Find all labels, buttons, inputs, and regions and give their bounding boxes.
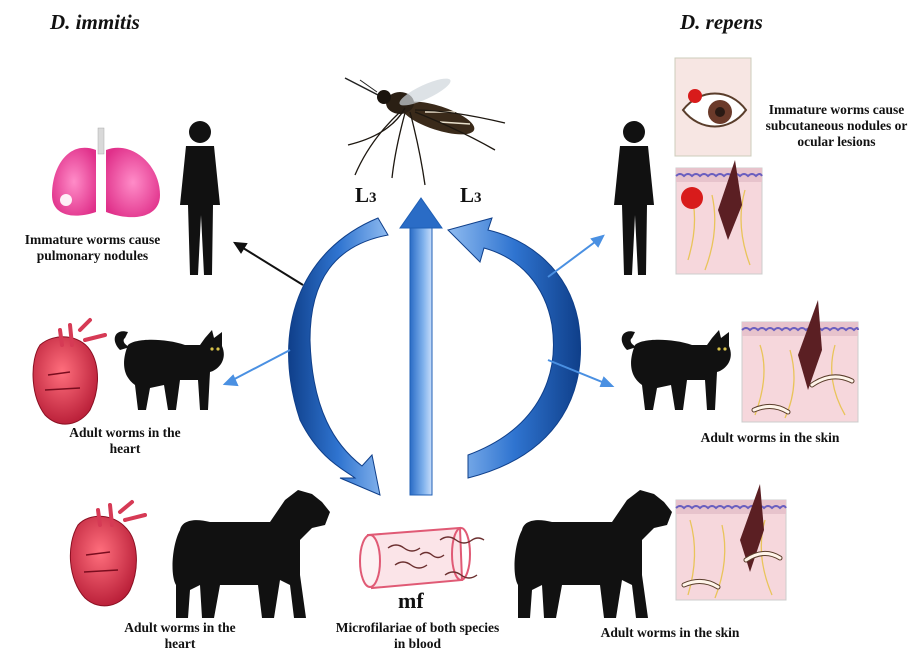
pointer-arrow-left-cat-icon	[225, 350, 290, 385]
cat-left-icon	[115, 330, 224, 410]
pointer-arrow-right-human-icon	[548, 236, 603, 277]
human-left-icon	[180, 121, 220, 275]
dog-right-icon	[515, 490, 672, 618]
larva-right-sub: 3	[474, 190, 482, 206]
mf-label: mf	[398, 588, 424, 614]
human-right-icon	[614, 121, 654, 275]
larva-left-sub: 3	[369, 190, 377, 206]
heart-dog-row-icon	[70, 502, 145, 606]
heart-cat-row-icon	[33, 320, 105, 424]
cat-right-icon	[622, 330, 731, 410]
skin-panel-human-icon	[676, 160, 762, 274]
label-center-blood: Microfilariae of both species in blood	[330, 620, 505, 652]
skin-panel-cat-icon	[742, 300, 858, 422]
label-right-cat: Adult worms in the skin	[660, 430, 880, 446]
eye-panel-icon	[675, 58, 751, 156]
label-left-cat: Adult worms in the heart	[60, 425, 190, 457]
lungs-icon	[52, 128, 160, 217]
pointer-arrow-left-human-icon	[235, 243, 303, 285]
label-left-human: Immature worms cause pulmonary nodules	[5, 232, 180, 264]
cycle-arrow-left-icon	[289, 218, 388, 495]
larva-label-left: L3	[355, 183, 377, 208]
blood-vessel-icon	[360, 528, 484, 588]
skin-panel-dog-icon	[676, 484, 786, 600]
cycle-arrow-up-icon	[400, 198, 442, 495]
larva-label-right: L3	[460, 183, 482, 208]
larva-right-main: L	[460, 183, 474, 207]
label-right-human: Immature worms cause subcutaneous nodule…	[764, 102, 909, 150]
label-right-dog: Adult worms in the skin	[560, 625, 780, 641]
label-left-dog: Adult worms in the heart	[115, 620, 245, 652]
dog-left-icon	[173, 490, 330, 618]
cycle-arrow-right-icon	[448, 218, 581, 478]
larva-left-main: L	[355, 183, 369, 207]
mosquito-icon	[345, 74, 505, 185]
